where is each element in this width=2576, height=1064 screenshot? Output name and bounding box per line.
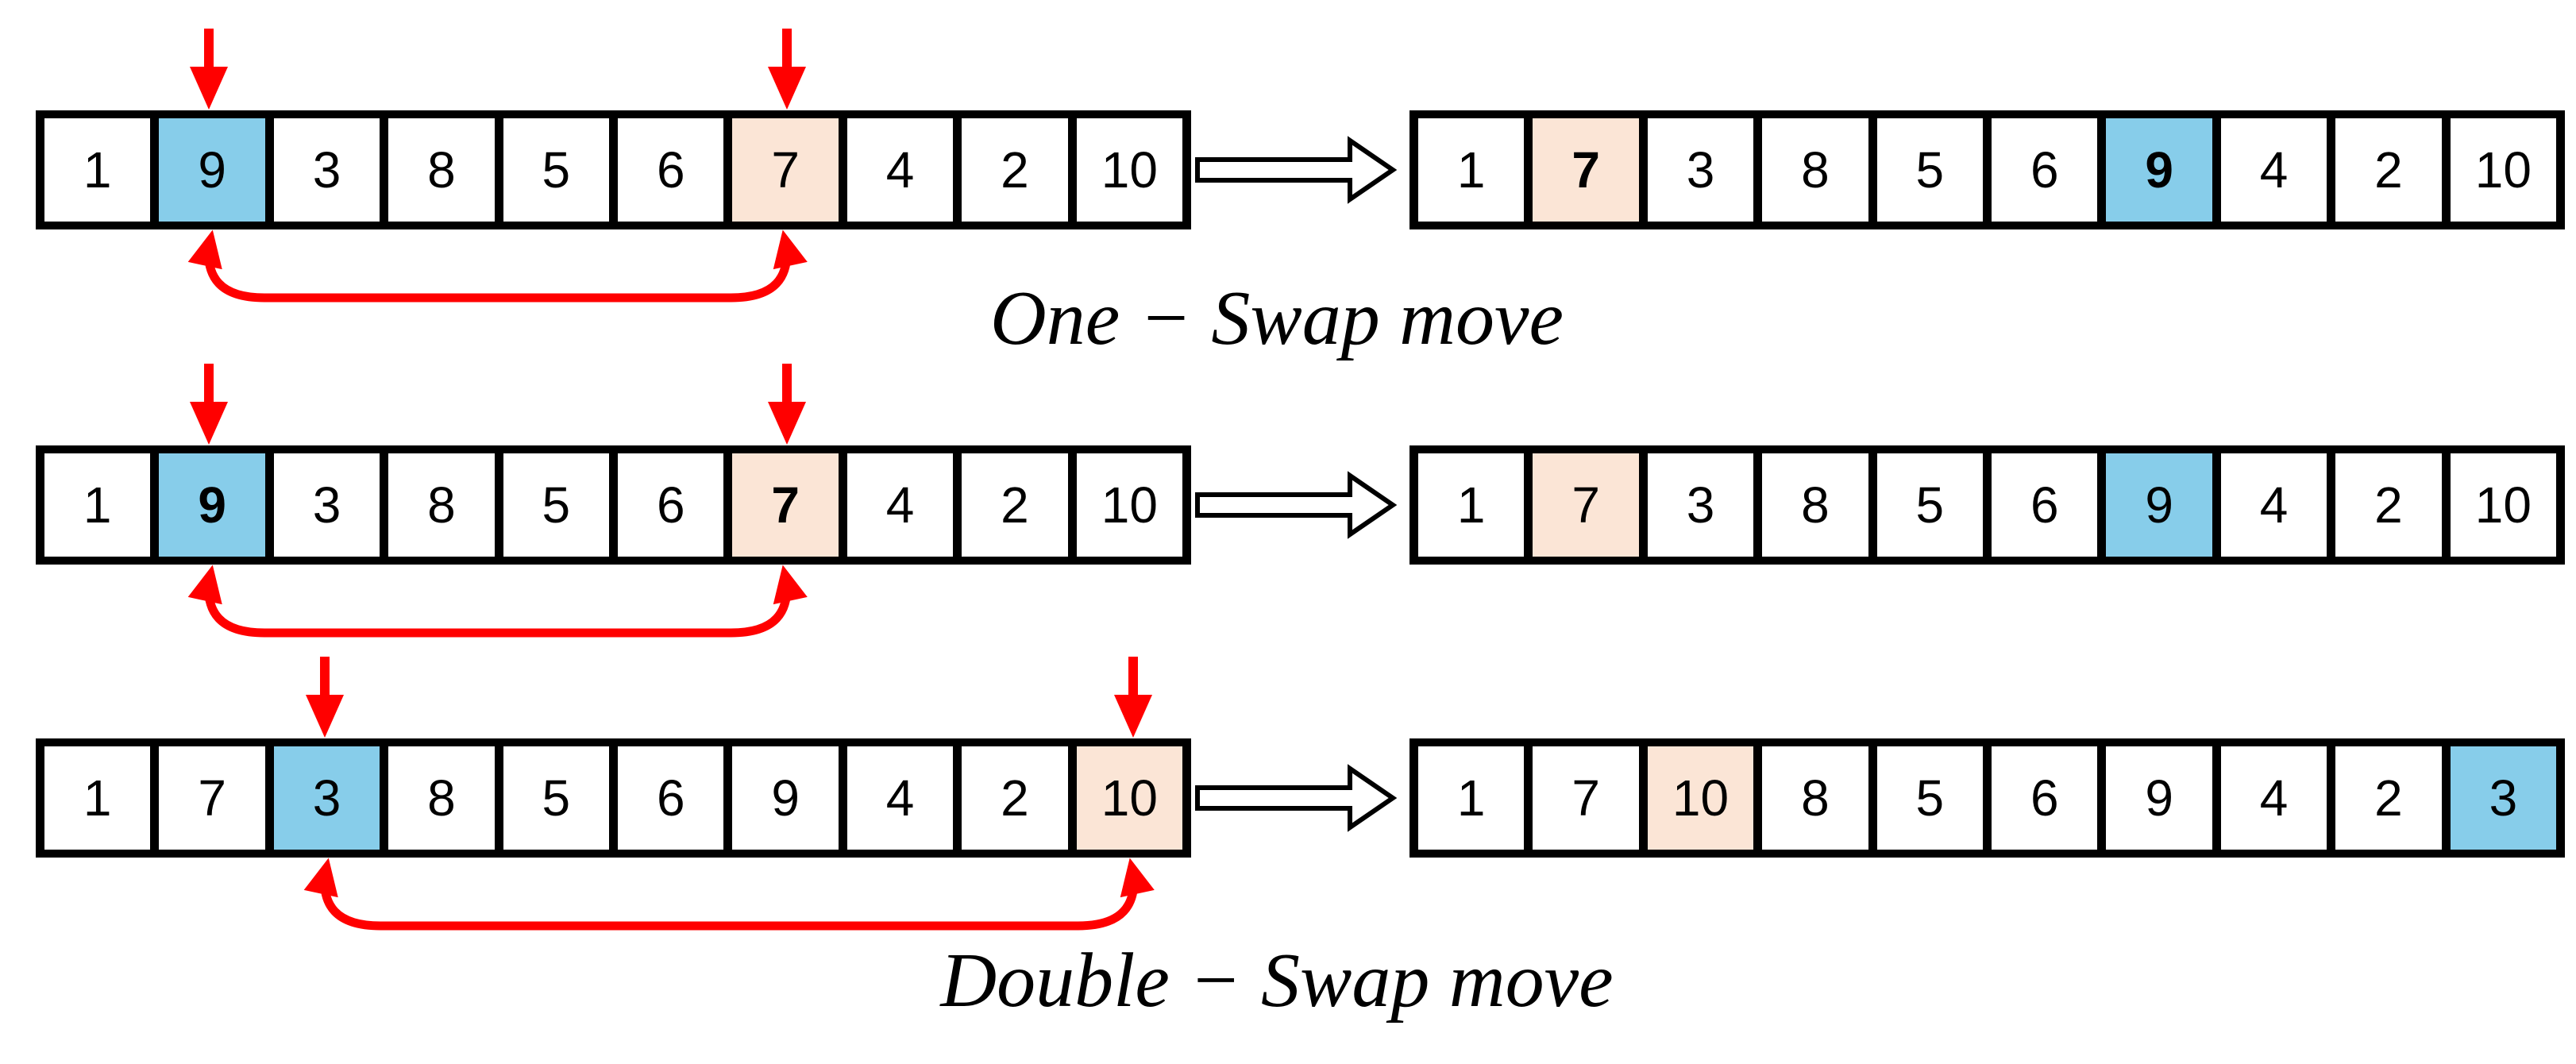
array-cell: 9 — [2106, 746, 2212, 850]
array-cell: 4 — [2220, 746, 2327, 850]
down-arrow-icon — [767, 364, 806, 445]
array-cell: 6 — [618, 746, 724, 850]
array-cell: 4 — [846, 118, 954, 222]
array-cell: 2 — [2335, 118, 2442, 222]
array-cell: 6 — [1992, 453, 2098, 557]
transform-arrow-icon — [1195, 136, 1398, 204]
array-cell: 8 — [388, 453, 495, 557]
down-arrow-icon — [1114, 657, 1153, 738]
array-cell: 5 — [1876, 453, 1984, 557]
array-cell: 1 — [44, 118, 151, 222]
array-cell: 3 — [1647, 118, 1754, 222]
array-cell: 3 — [1647, 453, 1754, 557]
array-cell: 10 — [1647, 746, 1754, 850]
array-cell: 8 — [1762, 453, 1868, 557]
array-cell: 7 — [732, 453, 839, 557]
double-swap-label: Double − Swap move — [940, 938, 1614, 1024]
array-cell: 1 — [1418, 746, 1525, 850]
array-cell: 6 — [1992, 118, 2098, 222]
array-cell: 5 — [1876, 746, 1984, 850]
array-cell: 1 — [44, 453, 151, 557]
array-cell: 1 — [1418, 453, 1525, 557]
array-cell: 1 — [44, 746, 151, 850]
array-cell: 1 — [1418, 118, 1525, 222]
array-cell: 4 — [846, 746, 954, 850]
array-cell: 2 — [2335, 453, 2442, 557]
transform-arrow-icon — [1195, 764, 1398, 832]
array-cell: 3 — [273, 118, 380, 222]
array-cell: 6 — [1992, 746, 2098, 850]
array-cell: 6 — [618, 118, 724, 222]
array-cell: 7 — [1533, 746, 1639, 850]
array-cell: 9 — [159, 453, 265, 557]
array-cell: 7 — [1533, 453, 1639, 557]
array-cell: 8 — [1762, 118, 1868, 222]
swap-arc-arrow — [303, 858, 1155, 931]
array-cell: 8 — [388, 118, 495, 222]
array-cell: 3 — [273, 453, 380, 557]
array-cell: 9 — [2106, 118, 2212, 222]
array-cell: 4 — [2220, 118, 2327, 222]
array-cell: 3 — [273, 746, 380, 850]
array-cell: 8 — [1762, 746, 1868, 850]
array-cell: 10 — [2450, 453, 2557, 557]
array-cell: 2 — [2335, 746, 2442, 850]
array-cell: 7 — [1533, 118, 1639, 222]
array-cell: 10 — [1076, 746, 1183, 850]
one-swap-label: One − Swap move — [989, 276, 1564, 361]
array-cell: 2 — [962, 118, 1068, 222]
array-cell: 5 — [503, 746, 610, 850]
transform-arrow-icon — [1195, 471, 1398, 539]
array-cell: 6 — [618, 453, 724, 557]
array-cell: 2 — [962, 746, 1068, 850]
array-cell: 4 — [2220, 453, 2327, 557]
down-arrow-icon — [190, 364, 229, 445]
array-cell: 5 — [1876, 118, 1984, 222]
array-cell: 9 — [2106, 453, 2212, 557]
array-cell: 9 — [732, 746, 839, 850]
down-arrow-icon — [190, 29, 229, 110]
down-arrow-icon — [305, 657, 344, 738]
array-cell: 3 — [2450, 746, 2557, 850]
down-arrow-icon — [767, 29, 806, 110]
array-cell: 10 — [1076, 118, 1183, 222]
array-cell: 2 — [962, 453, 1068, 557]
array-cell: 9 — [159, 118, 265, 222]
array-cell: 10 — [2450, 118, 2557, 222]
swap-arc-arrow — [187, 229, 808, 303]
array-cell: 4 — [846, 453, 954, 557]
array-cell: 8 — [388, 746, 495, 850]
array-cell: 5 — [503, 118, 610, 222]
array-cell: 7 — [159, 746, 265, 850]
array-cell: 5 — [503, 453, 610, 557]
array-cell: 7 — [732, 118, 839, 222]
swap-arc-arrow — [187, 565, 808, 638]
array-cell: 10 — [1076, 453, 1183, 557]
